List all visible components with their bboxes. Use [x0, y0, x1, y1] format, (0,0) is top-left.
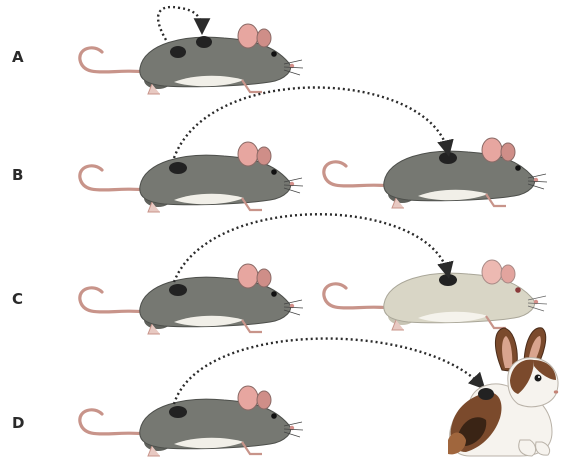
row-label-b: B: [12, 166, 23, 184]
graft-recipient-icon: [196, 36, 212, 48]
row-b-recipient-mouse-icon: [324, 138, 547, 208]
graft-recipient-icon: [439, 152, 457, 164]
row-label-d: D: [12, 414, 24, 432]
row-label-c: C: [12, 290, 23, 308]
row-c-donor-mouse-icon: [80, 264, 303, 334]
row-b-arrow-icon: [174, 87, 448, 158]
row-d-arrow-icon: [174, 339, 482, 404]
graft-site-icon: [170, 46, 186, 58]
graft-site-icon: [169, 406, 187, 418]
row-b-donor-mouse-icon: [80, 142, 303, 212]
row-c-arrow-icon: [174, 214, 448, 282]
graft-site-icon: [169, 284, 187, 296]
row-label-a: A: [12, 48, 24, 66]
row-a-mouse-icon: [80, 24, 303, 94]
graft-recipient-icon: [439, 274, 457, 286]
rabbit-icon: [448, 328, 558, 456]
graft-recipient-icon: [478, 388, 494, 400]
row-c-recipient-mouse-icon: [324, 260, 547, 330]
row-d-donor-mouse-icon: [80, 386, 303, 456]
row-a-arrow-icon: [158, 7, 202, 40]
graft-site-icon: [169, 162, 187, 174]
